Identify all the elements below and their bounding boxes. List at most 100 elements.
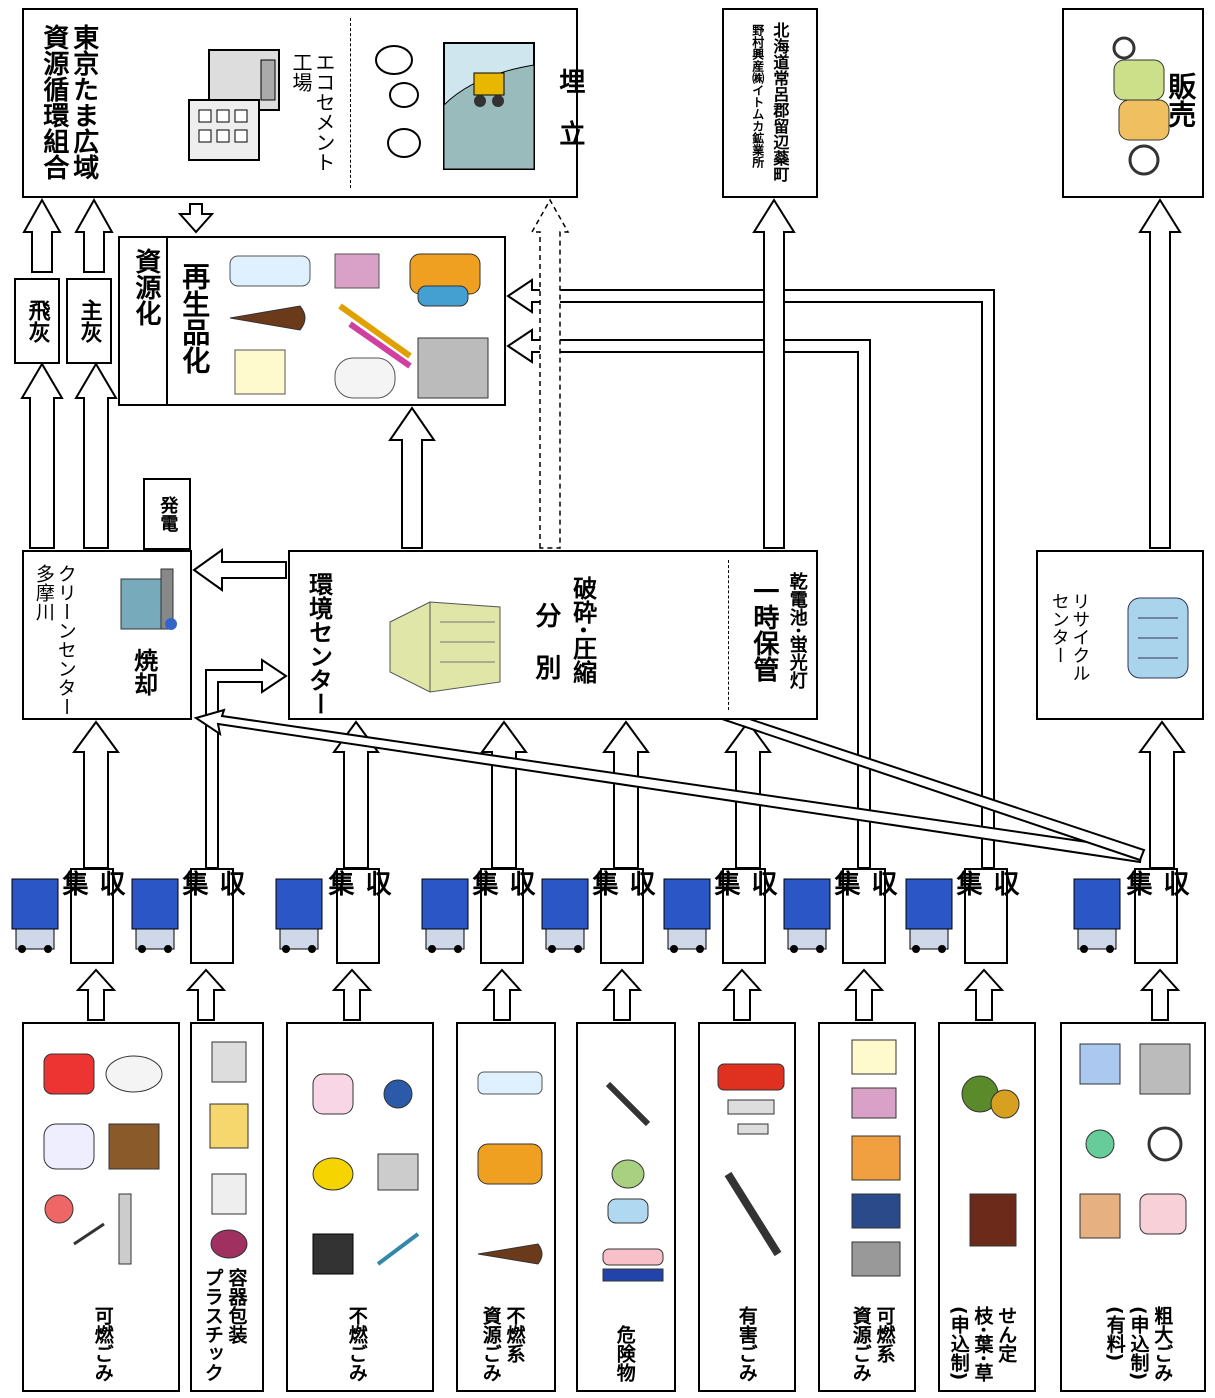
recycle-box: 資源化 再生品化 <box>118 236 506 406</box>
truck-icon-5 <box>541 878 589 953</box>
arrow-cat-1 <box>75 968 117 1021</box>
recycle-center-name: リサイクル センター <box>1048 592 1091 682</box>
arrow-cat-7 <box>843 968 885 1021</box>
arrow-cat-5 <box>601 968 643 1021</box>
category-label-5: 危険物 <box>613 1325 636 1382</box>
truck-icon-1 <box>11 878 59 953</box>
recycle-divider <box>166 238 168 404</box>
collect-box-9: 収 集 <box>1122 868 1189 964</box>
recycle-right-label: 再生品化 <box>178 262 212 374</box>
collect-label-7: 収 集 <box>830 870 897 942</box>
arrow-bulky-burn <box>193 708 1144 864</box>
env-center-crush: 破砕･圧縮 <box>568 576 597 684</box>
hokkaido-sub: 野村興産㈱イトムカ鉱業所 <box>750 24 765 168</box>
nonburn-resource-items-icon <box>477 1071 543 1265</box>
collect-label-5: 収 集 <box>588 870 655 942</box>
collect-box-5: 収 集 <box>588 868 655 964</box>
truck-icon-2 <box>131 878 179 953</box>
collect-box-8: 収 集 <box>952 868 1019 964</box>
pruning-items-icon <box>961 1075 1020 1247</box>
env-center-storage: 一時保管 <box>748 578 779 682</box>
landfill-bulldozer-icon <box>375 42 535 170</box>
category-label-4: 不燃系 資源ごみ <box>479 1306 526 1382</box>
category-label-2: 容器包装 プラスチック <box>201 1268 248 1382</box>
plastic-items-icon <box>209 1041 249 1259</box>
env-center-storage-items: 乾電池･蛍光灯 <box>786 572 808 689</box>
collect-box-4: 収 集 <box>468 868 535 964</box>
arrow-cat-2 <box>185 968 227 1021</box>
arrow-bulky <box>1138 720 1186 869</box>
category-plastic: 容器包装 プラスチック <box>190 1022 264 1392</box>
arrow-plastic <box>205 658 288 869</box>
collect-box-6: 収 集 <box>710 868 777 964</box>
tama-box: 東京たま広域 資源循環組合 エコセメント 工場 埋 立 <box>22 8 585 198</box>
recycled-products-icons <box>229 253 489 399</box>
sale-label: 販売 <box>1164 72 1198 128</box>
recycled-goods-icon <box>1112 36 1170 176</box>
arrow-storage-hokkaido <box>752 198 796 549</box>
arrow-env-landfill-dashed <box>530 198 570 549</box>
arrow-danger <box>602 720 650 869</box>
main-ash-label: 主灰 <box>76 299 102 343</box>
recycle-left-label: 資源化 <box>130 248 161 326</box>
truck-icon-8 <box>905 878 953 953</box>
category-label-7: 可燃系 資源ごみ <box>849 1306 896 1382</box>
arrow-prune <box>506 278 995 869</box>
collect-box-3: 収 集 <box>324 868 391 964</box>
burn-resource-items-icon <box>851 1039 901 1277</box>
category-burn-resource: 可燃系 資源ごみ <box>818 1022 916 1392</box>
category-pruning: せん定 枝･葉･草 (申込制) <box>938 1022 1036 1392</box>
collect-label-8: 収 集 <box>952 870 1019 942</box>
collect-label-9: 収 集 <box>1122 870 1189 942</box>
arrow-burn <box>72 720 120 869</box>
env-center-building-icon <box>389 601 501 693</box>
category-burnable: 可燃ごみ <box>22 1022 180 1392</box>
category-label-1: 可燃ごみ <box>91 1306 114 1382</box>
dangerous-items-icon <box>602 1081 664 1282</box>
hokkaido-main: 北海道常呂郡留辺蘂町 <box>770 22 790 182</box>
truck-icon-7 <box>783 878 831 953</box>
collect-label-4: 収 集 <box>468 870 535 942</box>
category-bulky: 粗大ごみ (申込制) (有料) <box>1060 1022 1206 1392</box>
env-center-divider <box>728 560 729 710</box>
fly-ash-label: 飛灰 <box>24 299 50 343</box>
arrow-top-recycle <box>177 203 215 234</box>
burnable-items-icon <box>43 1053 163 1265</box>
arrow-nonburn-res <box>480 720 528 869</box>
category-nonburn-resource: 不燃系 資源ごみ <box>456 1022 556 1392</box>
arrow-main-top <box>74 197 114 273</box>
power-label: 発電 <box>157 496 179 532</box>
ecocement-building-icon <box>188 49 280 161</box>
env-center-sort: 分 別 <box>530 602 561 680</box>
collect-label-3: 収 集 <box>324 870 391 942</box>
arrow-cat-6 <box>721 968 763 1021</box>
fly-ash-box: 飛灰 <box>14 278 60 364</box>
env-center-name: 環境センター <box>304 572 333 716</box>
collect-box-7: 収 集 <box>830 868 897 964</box>
arrow-burn-main <box>74 362 118 549</box>
arrow-env-recycle <box>388 406 436 549</box>
category-nonburnable: 不燃ごみ <box>286 1022 434 1392</box>
nonburnable-items-icon <box>312 1073 420 1275</box>
main-ash-box: 主灰 <box>66 278 112 364</box>
incinerator-icon <box>120 568 177 630</box>
ecocement-label: エコセメント 工場 <box>289 52 336 172</box>
arrow-cat-9 <box>1139 968 1181 1021</box>
arrow-cat-4 <box>481 968 523 1021</box>
hokkaido-box: 北海道常呂郡留辺蘂町 野村興産㈱イトムカ鉱業所 <box>722 8 818 198</box>
arrow-cat-8 <box>963 968 1005 1021</box>
clean-center-name: クリーンセンター 多摩川 <box>32 564 77 716</box>
clean-center-box: クリーンセンター 多摩川 焼却 <box>22 550 192 720</box>
tama-label: 東京たま広域 資源循環組合 <box>38 24 99 180</box>
sale-box: 販売 <box>1062 8 1204 198</box>
harmful-items-icon <box>717 1063 785 1257</box>
arrow-burn-fly <box>20 362 64 549</box>
truck-icon-4 <box>421 878 469 953</box>
power-box: 発電 <box>143 478 191 550</box>
truck-icon-9 <box>1073 878 1121 953</box>
recycle-center-box: リサイクル センター <box>1036 550 1204 720</box>
arrow-cat-3 <box>331 968 373 1021</box>
bulky-items-icon <box>1079 1043 1191 1239</box>
collect-box-1: 収 集 <box>58 868 125 964</box>
